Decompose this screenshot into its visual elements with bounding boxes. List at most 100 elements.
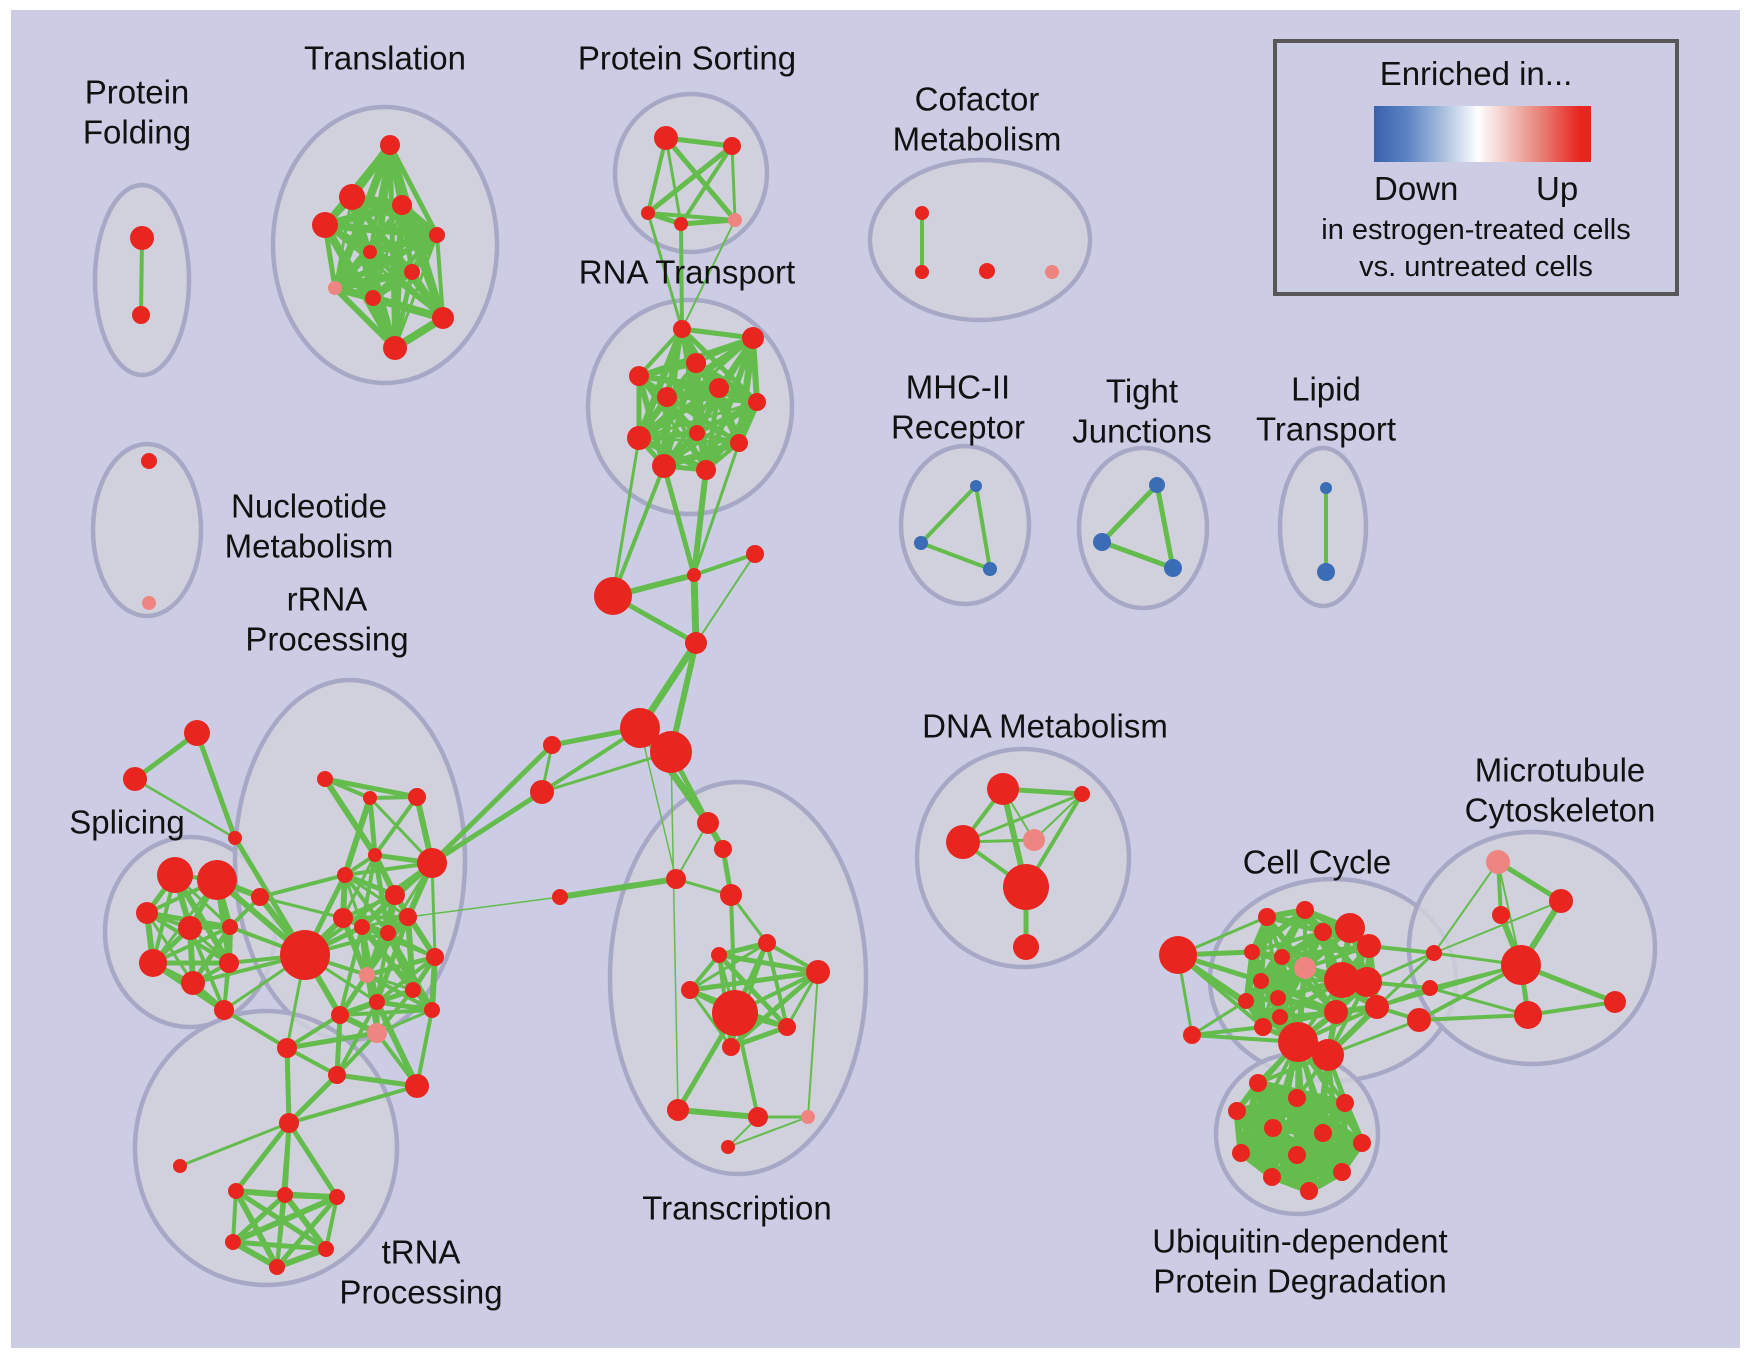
graph-node-ub3 [1336, 1094, 1354, 1112]
graph-node-rr12 [399, 908, 417, 926]
graph-node-rra [251, 888, 269, 906]
graph-edge [692, 552, 757, 577]
graph-edge [1154, 482, 1176, 571]
legend-title: Enriched in... [1379, 55, 1573, 92]
graph-node-lt0 [1320, 482, 1332, 494]
cluster-ellipse-cofactor-metabolism [867, 157, 1093, 323]
graph-node-sp7 [219, 953, 239, 973]
graph-edge [133, 777, 237, 840]
graph-node-rr15 [405, 982, 421, 998]
graph-node-tr1 [339, 184, 365, 210]
cluster-ellipse-mhc-ii-receptor [898, 443, 1032, 607]
graph-node-ub1 [1288, 1089, 1306, 1107]
cluster-label-cofactor-metabolism: Metabolism [893, 121, 1062, 158]
graph-node-sp1 [197, 860, 237, 900]
graph-edge-transcription-mesh [716, 952, 821, 975]
graph-node-ps0 [654, 126, 678, 150]
graph-node-cf0 [915, 206, 929, 220]
graph-node-tc11 [722, 1038, 740, 1056]
graph-node-cn3 [685, 632, 707, 654]
cluster-label-tight-junctions: Junctions [1072, 413, 1211, 450]
graph-edge-cell-cycle-mesh [1249, 907, 1308, 955]
graph-edge-translation-mesh [435, 233, 445, 320]
graph-node-tr3 [312, 212, 338, 238]
graph-node-ps2 [641, 206, 655, 220]
graph-node-cc13 [1324, 962, 1360, 998]
graph-edge-translation-mesh [331, 268, 416, 292]
graph-node-dm4 [1003, 864, 1049, 910]
graph-node-tn1 [173, 1159, 187, 1173]
graph-node-cn0 [687, 568, 701, 582]
cluster-label-nucleotide-metabolism: Metabolism [225, 528, 394, 565]
cluster-label-cofactor-metabolism: Cofactor [915, 81, 1040, 118]
graph-edge [139, 236, 144, 317]
graph-node-cc1 [1183, 1026, 1201, 1044]
graph-edge [540, 750, 673, 794]
graph-node-rr14 [369, 994, 385, 1010]
graph-edge [681, 219, 736, 330]
graph-node-cc7 [1244, 944, 1260, 960]
graph-edge-rrna-mesh [342, 795, 373, 878]
graph-node-cf3 [1045, 265, 1059, 279]
graph-edge [284, 1045, 292, 1126]
graph-edge [675, 1107, 761, 1120]
graph-node-nm1 [142, 596, 156, 610]
cluster-label-rrna-processing: Processing [245, 621, 408, 658]
graph-edge-rrna-mesh [343, 873, 410, 919]
graph-edge [807, 971, 819, 1118]
graph-node-tr2 [392, 195, 412, 215]
graph-node-tc12 [667, 1099, 689, 1121]
cluster-label-microtubule-cytoskeleton: Microtubule [1475, 752, 1646, 789]
graph-node-tn5 [225, 1234, 241, 1250]
graph-node-cc10 [1253, 973, 1269, 989]
graph-node-tn0 [279, 1113, 299, 1133]
graph-edge-rrna-mesh [415, 1008, 434, 1088]
graph-edge [1239, 1040, 1300, 1155]
graph-node-cc20 [1312, 1039, 1344, 1071]
graph-node-rr16 [424, 1002, 440, 1018]
graph-node-rt6 [748, 393, 766, 411]
graph-node-rt4 [657, 387, 677, 407]
graph-node-rt9 [730, 434, 748, 452]
graph-node-ub5 [1314, 1124, 1332, 1142]
graph-node-rr6 [385, 885, 405, 905]
cluster-label-microtubule-cytoskeleton: Cytoskeleton [1465, 792, 1656, 829]
graph-edge-rrna-mesh [334, 1072, 420, 1089]
graph-node-ub11 [1300, 1182, 1318, 1200]
graph-edge-translation-mesh [369, 294, 447, 322]
graph-edge [611, 464, 666, 598]
graph-node-cc9 [1294, 957, 1316, 979]
graph-node-dm5 [1013, 934, 1039, 960]
graph-node-dm3 [1023, 829, 1045, 851]
graph-node-cc18 [1272, 1009, 1288, 1025]
graph-edge-rrna-mesh [374, 999, 420, 1089]
cluster-label-cell-cycle: Cell Cycle [1243, 844, 1392, 881]
cluster-label-mhc-ii-receptor: Receptor [891, 409, 1025, 446]
cluster-label-protein-folding: Folding [83, 114, 191, 151]
graph-node-tr5 [363, 245, 377, 259]
graph-node-pf1 [132, 306, 150, 324]
graph-edge [679, 222, 684, 331]
graph-edge-rrna-mesh [258, 873, 347, 899]
cluster-label-rrna-processing: rRNA [287, 581, 368, 618]
cluster-label-ubiquitin-degradation: Ubiquitin-dependent [1152, 1223, 1447, 1260]
graph-edge [1099, 539, 1176, 571]
graph-node-tc0 [697, 812, 719, 834]
graph-node-cf1 [915, 265, 929, 279]
graph-edge-trna-mesh [282, 1192, 329, 1252]
graph-node-rr17 [331, 1006, 349, 1024]
graph-edge-protein-sorting-mesh [679, 144, 734, 226]
graph-node-tr9 [432, 307, 454, 329]
graph-edge [611, 436, 641, 598]
graph-edge-rrna-mesh [405, 914, 416, 993]
graph-edge [286, 1072, 340, 1126]
graph-node-mt0 [1486, 850, 1510, 874]
cluster-label-protein-folding: Protein [85, 74, 190, 111]
graph-edge-translation-mesh [332, 285, 398, 351]
graph-edge-trna-mesh [274, 1246, 329, 1270]
graph-edge-rrna-mesh [334, 1012, 343, 1078]
graph-node-rr3 [368, 848, 382, 862]
graph-node-tc13 [748, 1107, 768, 1127]
